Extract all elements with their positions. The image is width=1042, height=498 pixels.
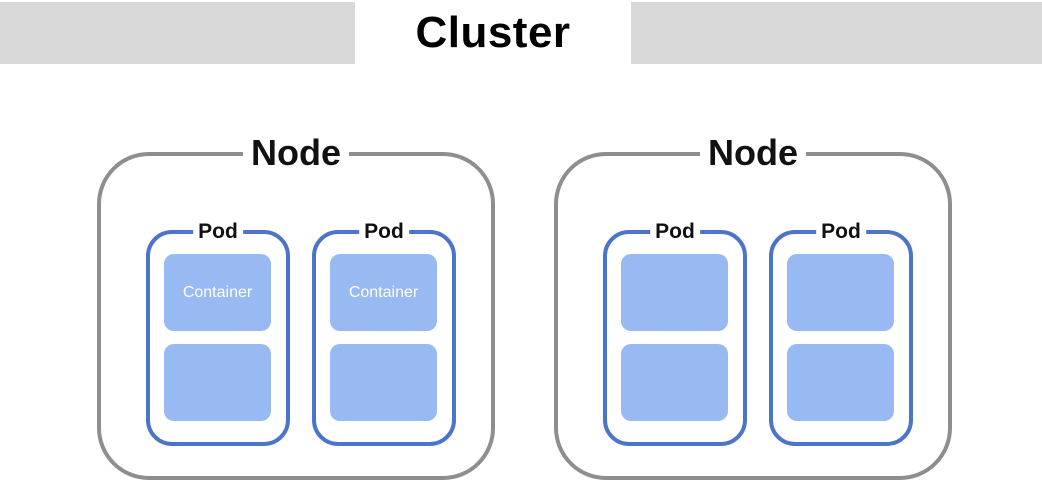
container [787,344,894,421]
cluster-title: Cluster [415,8,571,57]
node-1: Node Pod Container Pod Container [97,130,495,480]
pod-2-1: Pod [603,219,747,446]
container [164,344,271,421]
pod-label: Pod [816,219,866,245]
container [787,254,894,331]
container: Container [330,254,437,331]
pod-1-2: Pod Container [312,219,456,446]
pod-label: Pod [193,219,243,245]
container: Container [164,254,271,331]
pod-2-2: Pod [769,219,913,446]
node-label: Node [700,130,806,176]
pod-1-1: Pod Container [146,219,290,446]
container [330,344,437,421]
node-label: Node [243,130,349,176]
container [621,254,728,331]
pod-label: Pod [359,219,409,245]
cluster-bar-right [631,2,1042,64]
node-2: Node Pod Pod [554,130,952,480]
pod-label: Pod [650,219,700,245]
container [621,344,728,421]
cluster-bar-left [0,2,355,64]
